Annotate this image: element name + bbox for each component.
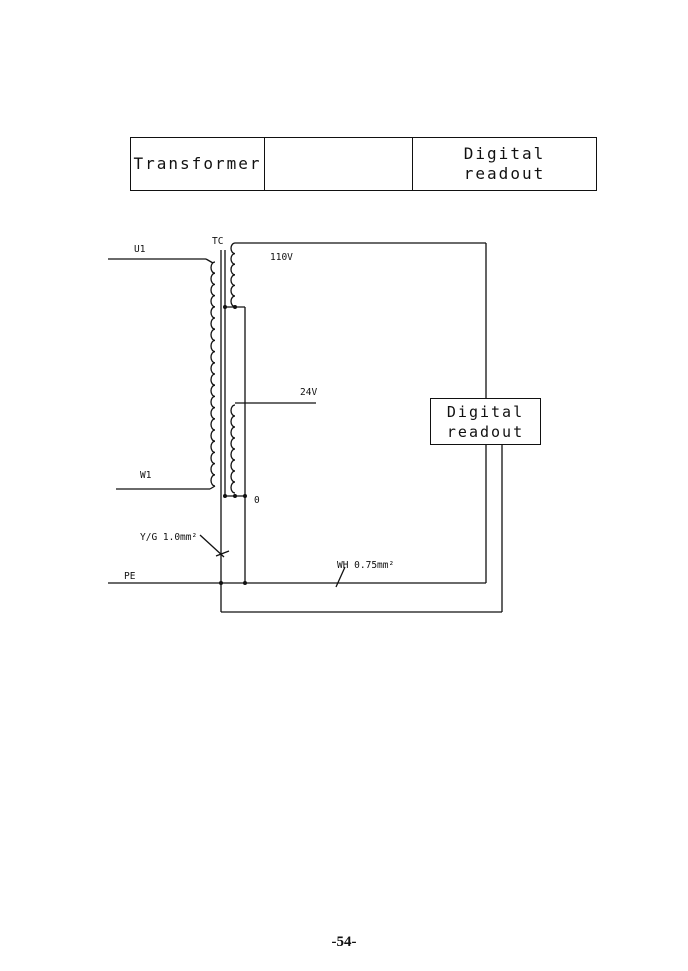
junction-zero-mid (233, 494, 237, 498)
readout-line2: readout (446, 422, 525, 441)
primary-winding (210, 261, 216, 487)
yg-tick (215, 550, 230, 557)
label-24v: 24V (300, 387, 317, 398)
legend-cell-blank (265, 138, 413, 190)
secondary-winding-110v (230, 242, 236, 308)
label-wh-wire: WH 0.75mm² (337, 560, 394, 571)
junction-pe-right (243, 581, 247, 585)
junction-110v-left (223, 305, 227, 309)
label-u1: U1 (134, 244, 146, 255)
legend-digital-line2: readout (463, 164, 546, 183)
junction-zero-left (223, 494, 227, 498)
junction-pe-left (219, 581, 223, 585)
u1-lead-tail (205, 258, 214, 264)
legend-cell-digital-readout: Digital readout (413, 138, 596, 190)
label-tc: TC (212, 236, 223, 247)
label-yg-wire: Y/G 1.0mm² (140, 532, 197, 543)
label-pe: PE (124, 571, 136, 582)
legend-cell-transformer: Transformer (131, 138, 265, 190)
digital-readout-box: Digital readout (430, 398, 541, 445)
legend-table: Transformer Digital readout (130, 137, 597, 191)
label-zero: 0 (254, 495, 260, 506)
legend-digital-line1: Digital (463, 144, 546, 163)
page-number: -54- (331, 934, 357, 950)
readout-line1: Digital (446, 402, 525, 421)
junction-110v-right (233, 305, 237, 309)
label-w1: W1 (140, 470, 152, 481)
w1-lead-tail (209, 485, 216, 490)
secondary-winding-24v (230, 404, 236, 494)
wh-leader (335, 566, 346, 588)
label-110v: 110V (270, 252, 293, 263)
yg-leader (199, 534, 225, 558)
junction-zero-right (243, 494, 247, 498)
